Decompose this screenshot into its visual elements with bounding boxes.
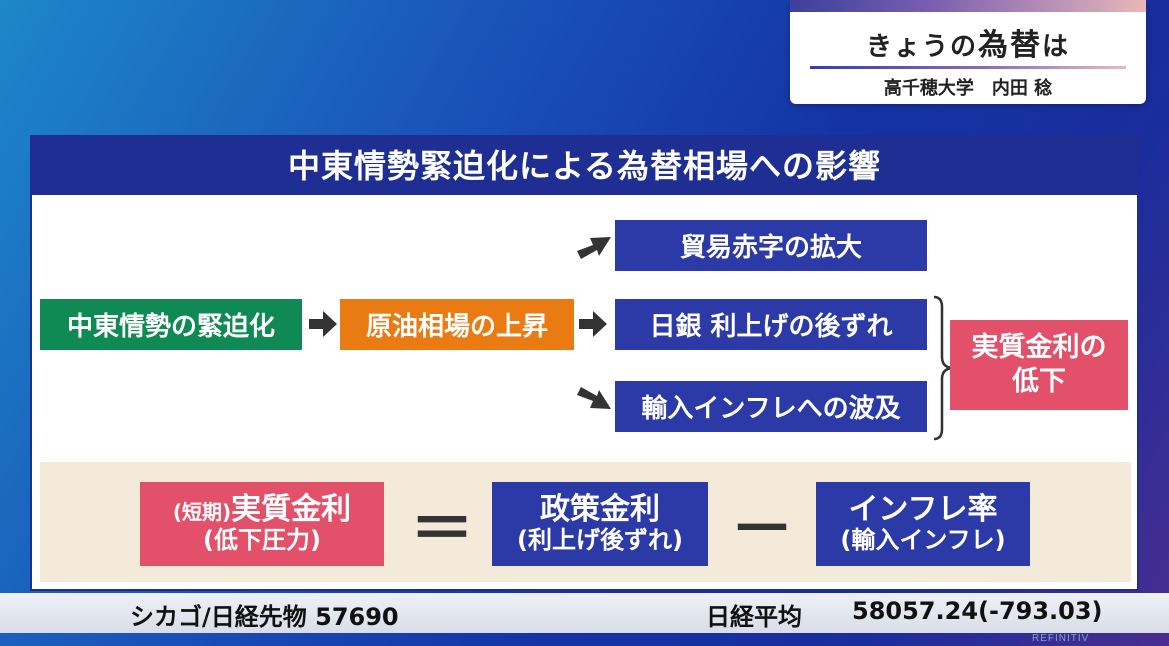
real-rate-decline-box: 実質金利の 低下 [950,320,1128,410]
inflation-rate-term-box: インフレ率 (輸入インフレ) [816,482,1030,566]
real-rate-term-box: (短期)実質金利 (低下圧力) [140,482,384,566]
arrow-right-icon [309,311,337,337]
arrow-up-right-icon [577,237,611,259]
oil-price-box: 原油相場の上昇 [340,299,574,350]
minus-sign: － [730,493,794,567]
market-ticker: シカゴ/日経先物 57690 日経平均 58057.24(-793.03) [0,593,1169,633]
arrow-down-right-icon [577,387,611,409]
title-card-accent [790,0,1146,12]
explainer-panel: 中東情勢緊迫化による為替相場への影響 中東情勢の緊迫化 原油相場の上昇 貿易赤字… [30,135,1139,591]
equation-band: (短期)実質金利 (低下圧力) ＝ 政策金利 (利上げ後ずれ) － インフレ率 … [40,462,1131,582]
equals-sign: ＝ [410,493,474,567]
nikkei-average-value: 58057.24(-793.03) [852,597,1103,625]
nikkei-average-label: 日経平均 [706,603,802,631]
title-divider [810,66,1126,69]
chicago-nikkei-futures: シカゴ/日経先物 57690 [130,603,399,631]
data-provider-logo: REFINITIV [1032,633,1090,644]
policy-rate-term-box: 政策金利 (利上げ後ずれ) [492,482,708,566]
program-title: きょうの為替は [865,28,1071,63]
cause-box: 中東情勢の緊迫化 [40,299,302,350]
imported-inflation-box: 輸入インフレへの波及 [615,381,927,432]
arrow-right-icon [579,311,607,337]
trade-deficit-box: 貿易赤字の拡大 [615,220,927,271]
boj-rate-hike-delay-box: 日銀 利上げの後ずれ [615,299,927,350]
panel-heading: 中東情勢緊迫化による為替相場への影響 [32,137,1137,195]
commentator-name: 高千穂大学 内田 稔 [883,78,1053,99]
title-card: きょうの為替は 高千穂大学 内田 稔 [790,0,1146,104]
